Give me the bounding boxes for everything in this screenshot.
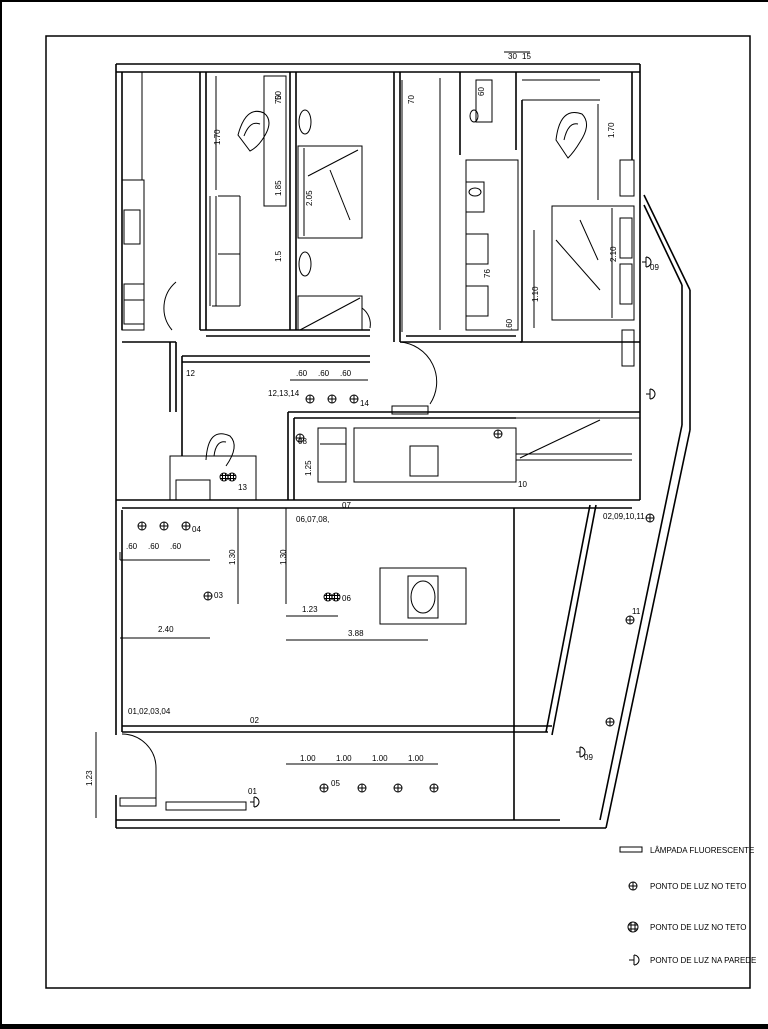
ceiling-light-point <box>625 615 635 625</box>
dim-center-70: 70 <box>407 95 416 104</box>
ceiling-light-point <box>357 783 367 793</box>
dim-1-00-d: 1.00 <box>408 754 424 763</box>
label-01-02-03-04: 01,02,03,04 <box>128 707 171 716</box>
ceiling-light-point <box>295 433 305 443</box>
label-06-07-08: 06,07,08, <box>296 515 329 524</box>
wall-light-point <box>250 796 260 808</box>
drawing-frame <box>45 35 751 989</box>
legend: LÂMPADA FLUORESCENTE PONTO DE LUZ NO TET… <box>619 846 756 966</box>
ceiling-light-point <box>393 783 403 793</box>
label-05: 05 <box>331 779 340 788</box>
ceiling-light-point <box>493 429 503 439</box>
dim-top: 30 <box>508 52 517 61</box>
dim-60-a: .60 <box>296 369 308 378</box>
legend-label-fluorescent: LÂMPADA FLUORESCENTE <box>650 846 754 855</box>
dim-1-00-a: 1.00 <box>300 754 316 763</box>
dim-1-25: 1.25 <box>304 460 313 476</box>
dim-bath-50: 50 <box>274 91 283 100</box>
dim-bath-1-5: 1.5 <box>274 250 283 262</box>
dim-left-60-a: .60 <box>126 542 138 551</box>
dim-1-30-a: 1.30 <box>228 549 237 565</box>
label-06: 06 <box>342 594 351 603</box>
dim-1-23: 1.23 <box>302 605 318 614</box>
label-04: 04 <box>192 525 201 534</box>
ceiling-light-point <box>137 521 147 531</box>
legend-label-ceiling-2: PONTO DE LUZ NO TETO <box>650 923 746 932</box>
dim-bath-2-05: 2.05 <box>305 190 314 206</box>
plan-labels: 30 15 1.70 70 50 1.85 2.05 1.5 1.70 70 6… <box>85 52 659 796</box>
ceiling-light-double-point <box>227 472 237 482</box>
wall-light-point <box>646 388 656 400</box>
dim-right-1-10: 1.10 <box>531 286 540 302</box>
wall-light-point <box>576 746 586 758</box>
ceiling-light-point <box>327 394 337 404</box>
label-12-13-14: 12,13,14 <box>268 389 300 398</box>
wall-light-point <box>642 256 652 268</box>
label-02-09-10-11: 02,09,10,11 <box>603 512 645 521</box>
dim-left-1-70: 1.70 <box>213 129 222 145</box>
label-07: 07 <box>342 501 351 510</box>
dim-top-2: 15 <box>522 52 531 61</box>
label-08: 08 <box>298 437 307 446</box>
ceiling-light-point <box>605 717 615 727</box>
ceiling-light-point <box>349 394 359 404</box>
label-10: 10 <box>518 480 527 489</box>
ceiling-light-point <box>181 521 191 531</box>
furniture <box>119 72 640 811</box>
dim-right-1-70: 1.70 <box>607 122 616 138</box>
dim-bath-1-85: 1.85 <box>274 180 283 196</box>
label-12: 12 <box>186 369 195 378</box>
label-01: 01 <box>248 787 257 796</box>
dim-bath-60: .60 <box>505 318 514 330</box>
ceiling-light-point <box>429 783 439 793</box>
label-09-b: 09 <box>584 753 593 762</box>
light-symbols <box>137 256 656 808</box>
label-09-a: 09 <box>650 263 659 272</box>
ceiling-light-point <box>319 783 329 793</box>
dim-center-60: 60 <box>477 87 486 96</box>
dim-1-00-b: 1.00 <box>336 754 352 763</box>
dim-bath-70: 70 <box>274 95 283 104</box>
dim-1-23-vertical: 1.23 <box>85 770 94 786</box>
dim-60-b: .60 <box>318 369 330 378</box>
dim-bath-76: 76 <box>483 269 492 278</box>
legend-label-ceiling-1: PONTO DE LUZ NO TETO <box>650 882 746 891</box>
ceiling-light-point <box>159 521 169 531</box>
dim-1-30-b: 1.30 <box>279 549 288 565</box>
dim-left-60-b: .60 <box>148 542 160 551</box>
label-13: 13 <box>238 483 247 492</box>
dim-right-2-10: 2.10 <box>609 246 618 262</box>
dimension-lines <box>95 51 599 818</box>
ceiling-light-double-point <box>331 592 341 602</box>
ceiling-light-icon <box>628 881 638 891</box>
dim-left-60-c: .60 <box>170 542 182 551</box>
dim-3-88: 3.88 <box>348 629 364 638</box>
wall-light-icon <box>629 954 640 966</box>
label-03: 03 <box>214 591 223 600</box>
ceiling-light-point <box>203 591 213 601</box>
dim-1-00-c: 1.00 <box>372 754 388 763</box>
label-11: 11 <box>632 607 641 616</box>
ceiling-light-point <box>645 513 655 523</box>
fluorescent-lamp-icon <box>619 846 643 853</box>
legend-label-wall: PONTO DE LUZ NA PAREDE <box>650 956 756 965</box>
ceiling-light-double-icon <box>627 921 639 933</box>
label-02: 02 <box>250 716 259 725</box>
ceiling-light-point <box>305 394 315 404</box>
label-14: 14 <box>360 399 369 408</box>
dim-60-c: .60 <box>340 369 352 378</box>
dim-2-40: 2.40 <box>158 625 174 634</box>
